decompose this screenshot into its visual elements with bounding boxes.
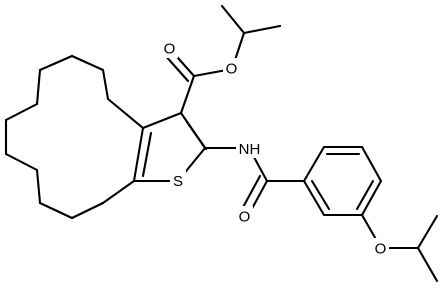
bond	[220, 4, 246, 35]
bond	[355, 179, 375, 211]
bond	[38, 54, 74, 72]
bond	[4, 152, 39, 172]
bond	[106, 97, 145, 130]
atom-label: O	[164, 41, 176, 58]
atom-label-background	[236, 138, 263, 158]
bond	[302, 179, 326, 217]
bond	[179, 74, 196, 115]
bond	[302, 145, 326, 183]
atom-label: NH	[239, 141, 261, 158]
atom-label-background	[161, 38, 178, 58]
bond	[141, 131, 153, 178]
atom-n-amide: NH	[236, 138, 263, 158]
atom-label: O	[375, 241, 387, 258]
bond	[239, 174, 262, 213]
atom-label-background	[170, 170, 186, 190]
bond	[70, 201, 105, 220]
bond	[38, 201, 74, 220]
bond	[162, 52, 190, 83]
bond	[141, 111, 183, 130]
atom-o-ester-carbonyl: O	[161, 38, 178, 58]
atom-label: S	[173, 173, 183, 190]
atom-label-background	[223, 58, 240, 78]
bond	[101, 68, 110, 101]
atom-s-ring: S	[170, 170, 186, 190]
atom-label-background	[372, 238, 389, 258]
atom-label: O	[226, 61, 238, 78]
bond	[132, 126, 145, 183]
bond	[4, 102, 39, 122]
bond	[416, 246, 439, 283]
bond	[310, 179, 331, 211]
atom-o-ether: O	[372, 238, 389, 258]
atom-o-amide: O	[236, 206, 253, 226]
atom-labels: O O S NH O O	[161, 38, 389, 258]
bond	[360, 179, 383, 217]
atom-o-ester-ether: O	[223, 58, 240, 78]
bond	[416, 214, 439, 250]
bond	[185, 120, 208, 151]
bond	[35, 168, 42, 205]
bond	[35, 68, 42, 106]
atom-label-background	[236, 206, 253, 226]
bond	[360, 145, 383, 183]
bond	[101, 179, 136, 205]
bond	[242, 24, 282, 35]
atom-label: O	[239, 209, 251, 226]
bond	[70, 54, 105, 72]
